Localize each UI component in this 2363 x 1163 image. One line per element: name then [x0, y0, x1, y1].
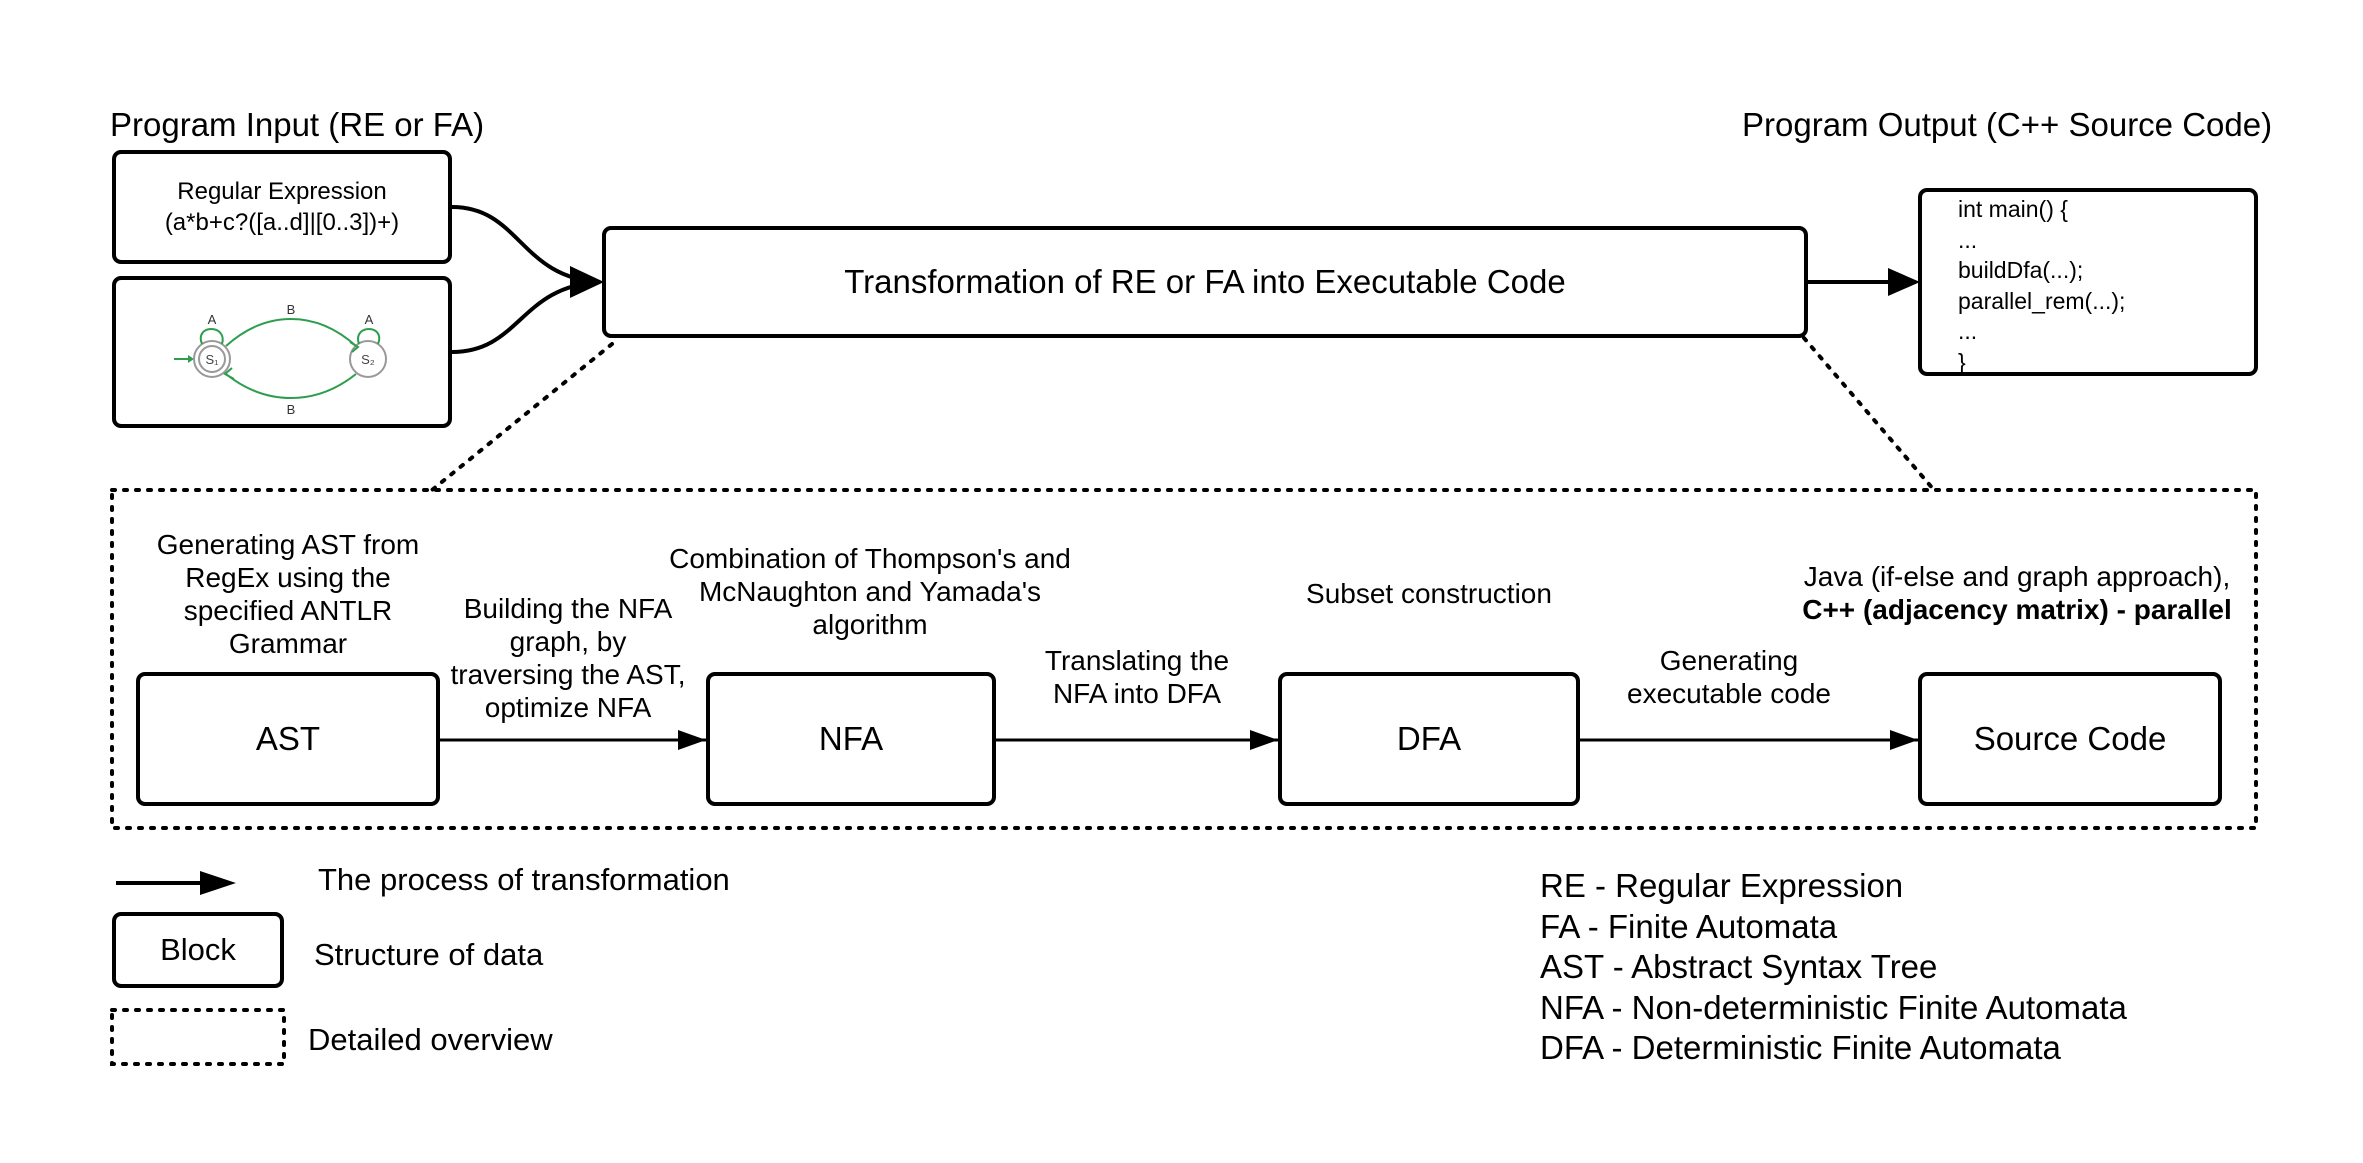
- annotation-line: Combination of Thompson's and: [669, 543, 1071, 574]
- state-s1-inner: [198, 345, 226, 373]
- annotation-line: Java (if-else and graph approach),: [1803, 561, 2231, 592]
- ast-label: AST: [255, 720, 321, 757]
- edge-top-label: B: [287, 302, 296, 317]
- dfa-to-code-annotation: Generating executable code: [1600, 644, 1858, 710]
- transformation-block: Transformation of RE or FA into Executab…: [602, 226, 1808, 338]
- annotation-line: Generating: [1659, 645, 1799, 676]
- abbreviation-item: AST - Abstract Syntax Tree: [1540, 948, 1938, 985]
- dfa-to-code-arrowhead: [1890, 730, 1918, 750]
- annotation-line: Generating AST from: [156, 529, 420, 560]
- edge-s2-s1: [225, 373, 357, 399]
- legend-arrow-text: The process of transformation: [318, 862, 730, 897]
- nfa-annotation: Combination of Thompson's and McNaughton…: [640, 542, 1100, 641]
- legend-block-sample: Block: [112, 912, 284, 988]
- state-s1-outer: [193, 340, 231, 378]
- fa-diagram: S₁ S₂ A A B B: [174, 302, 387, 417]
- zoom-line-left: [430, 342, 614, 492]
- legend-block-text: Structure of data: [314, 937, 544, 972]
- annotation-line: Subset construction: [1306, 578, 1552, 609]
- regex-value: (a*b+c?([a..d]|[0..3])+): [164, 209, 400, 236]
- zoom-line-right: [1802, 336, 1936, 492]
- output-code-block: int main() { ... buildDfa(...); parallel…: [1918, 188, 2258, 376]
- code-line: ...: [1958, 318, 1978, 344]
- input-heading: Program Input (RE or FA): [110, 106, 485, 143]
- nfa-to-dfa-annotation: Translating the NFA into DFA: [1002, 644, 1272, 710]
- annotation-line: RegEx using the: [185, 562, 391, 594]
- code-line: parallel_rem(...);: [1958, 287, 2126, 314]
- code-line: ...: [1958, 226, 1978, 253]
- abbreviation-item: NFA - Non-deterministic Finite Automata: [1540, 988, 2127, 1026]
- annotation-line: executable code: [1627, 678, 1831, 710]
- nfa-label: NFA: [818, 720, 884, 757]
- annotation-line: NFA into DFA: [1052, 678, 1222, 710]
- code-annotation: Java (if-else and graph approach), C++ (…: [1770, 560, 2264, 626]
- ast-to-nfa-arrowhead: [678, 730, 706, 750]
- transform-arrowhead: [570, 266, 604, 298]
- edge-s1-s2-head: [349, 341, 360, 353]
- regex-input-block: Regular Expression (a*b+c?([a..d]|[0..3]…: [112, 150, 452, 264]
- loop-s1-label: A: [208, 312, 217, 327]
- fa-input-block: S₁ S₂ A A B B: [112, 276, 452, 428]
- detail-frame: [110, 488, 2258, 830]
- annotation-line-bold: C++ (adjacency matrix) - parallel: [1802, 594, 2232, 626]
- abbreviation-item: FA - Finite Automata: [1540, 907, 1838, 945]
- code-line: int main() {: [1958, 196, 2068, 222]
- edge-s2-s1-head: [223, 367, 235, 380]
- source-code-block: Source Code: [1918, 672, 2222, 806]
- state-s1-label: S₁: [205, 352, 219, 367]
- loop-s2: [357, 328, 381, 345]
- state-s2-label: S₂: [361, 352, 375, 367]
- nfa-block: NFA: [706, 672, 996, 806]
- annotation-line: Grammar: [228, 628, 348, 660]
- edge-bottom-label: B: [287, 402, 296, 417]
- annotation-line: Translating the: [1044, 645, 1230, 676]
- transformation-label: Transformation of RE or FA into Executab…: [844, 263, 1566, 300]
- abbreviation-item: DFA - Deterministic Finite Automata: [1540, 1029, 2061, 1066]
- annotation-line: McNaughton and Yamada's: [698, 576, 1042, 608]
- nfa-to-dfa-arrowhead: [1250, 730, 1278, 750]
- annotation-line: algorithm: [812, 609, 928, 641]
- loop-s2-label: A: [365, 312, 374, 327]
- annotation-line: Building the NFA: [463, 593, 673, 624]
- source-code-label: Source Code: [1973, 720, 2167, 757]
- ast-block: AST: [136, 672, 440, 806]
- code-line: buildDfa(...);: [1958, 257, 2084, 283]
- code-line: }: [1958, 348, 1966, 375]
- legend-arrowhead: [200, 871, 236, 895]
- annotation-line: traversing the AST,: [450, 659, 686, 691]
- edge-s1-s2: [225, 318, 357, 347]
- loop-s1: [199, 328, 224, 345]
- dfa-block: DFA: [1278, 672, 1580, 806]
- output-arrowhead: [1888, 268, 1920, 296]
- annotation-line: optimize NFA: [484, 692, 652, 724]
- dfa-annotation: Subset construction: [1270, 577, 1588, 610]
- legend-dotted-text: Detailed overview: [308, 1022, 553, 1057]
- legend-dotted-box: [110, 1008, 286, 1066]
- start-arrowhead: [188, 355, 194, 363]
- abbreviation-list: RE - Regular Expression FA - Finite Auto…: [1540, 866, 2127, 1069]
- code-lines: int main() { ... buildDfa(...); parallel…: [1958, 194, 2125, 377]
- regex-title: Regular Expression: [177, 177, 387, 205]
- annotation-line: specified ANTLR: [183, 595, 393, 627]
- legend-block-label: Block: [160, 932, 236, 967]
- abbreviation-item: RE - Regular Expression: [1540, 867, 1904, 904]
- dfa-label: DFA: [1396, 720, 1462, 757]
- ast-annotation: Generating AST from RegEx using the spec…: [118, 528, 458, 660]
- output-heading: Program Output (C++ Source Code): [1742, 106, 2273, 143]
- annotation-line: graph, by: [509, 626, 627, 658]
- ast-to-nfa-annotation: Building the NFA graph, by traversing th…: [428, 592, 708, 724]
- state-s2-circle: [349, 340, 387, 378]
